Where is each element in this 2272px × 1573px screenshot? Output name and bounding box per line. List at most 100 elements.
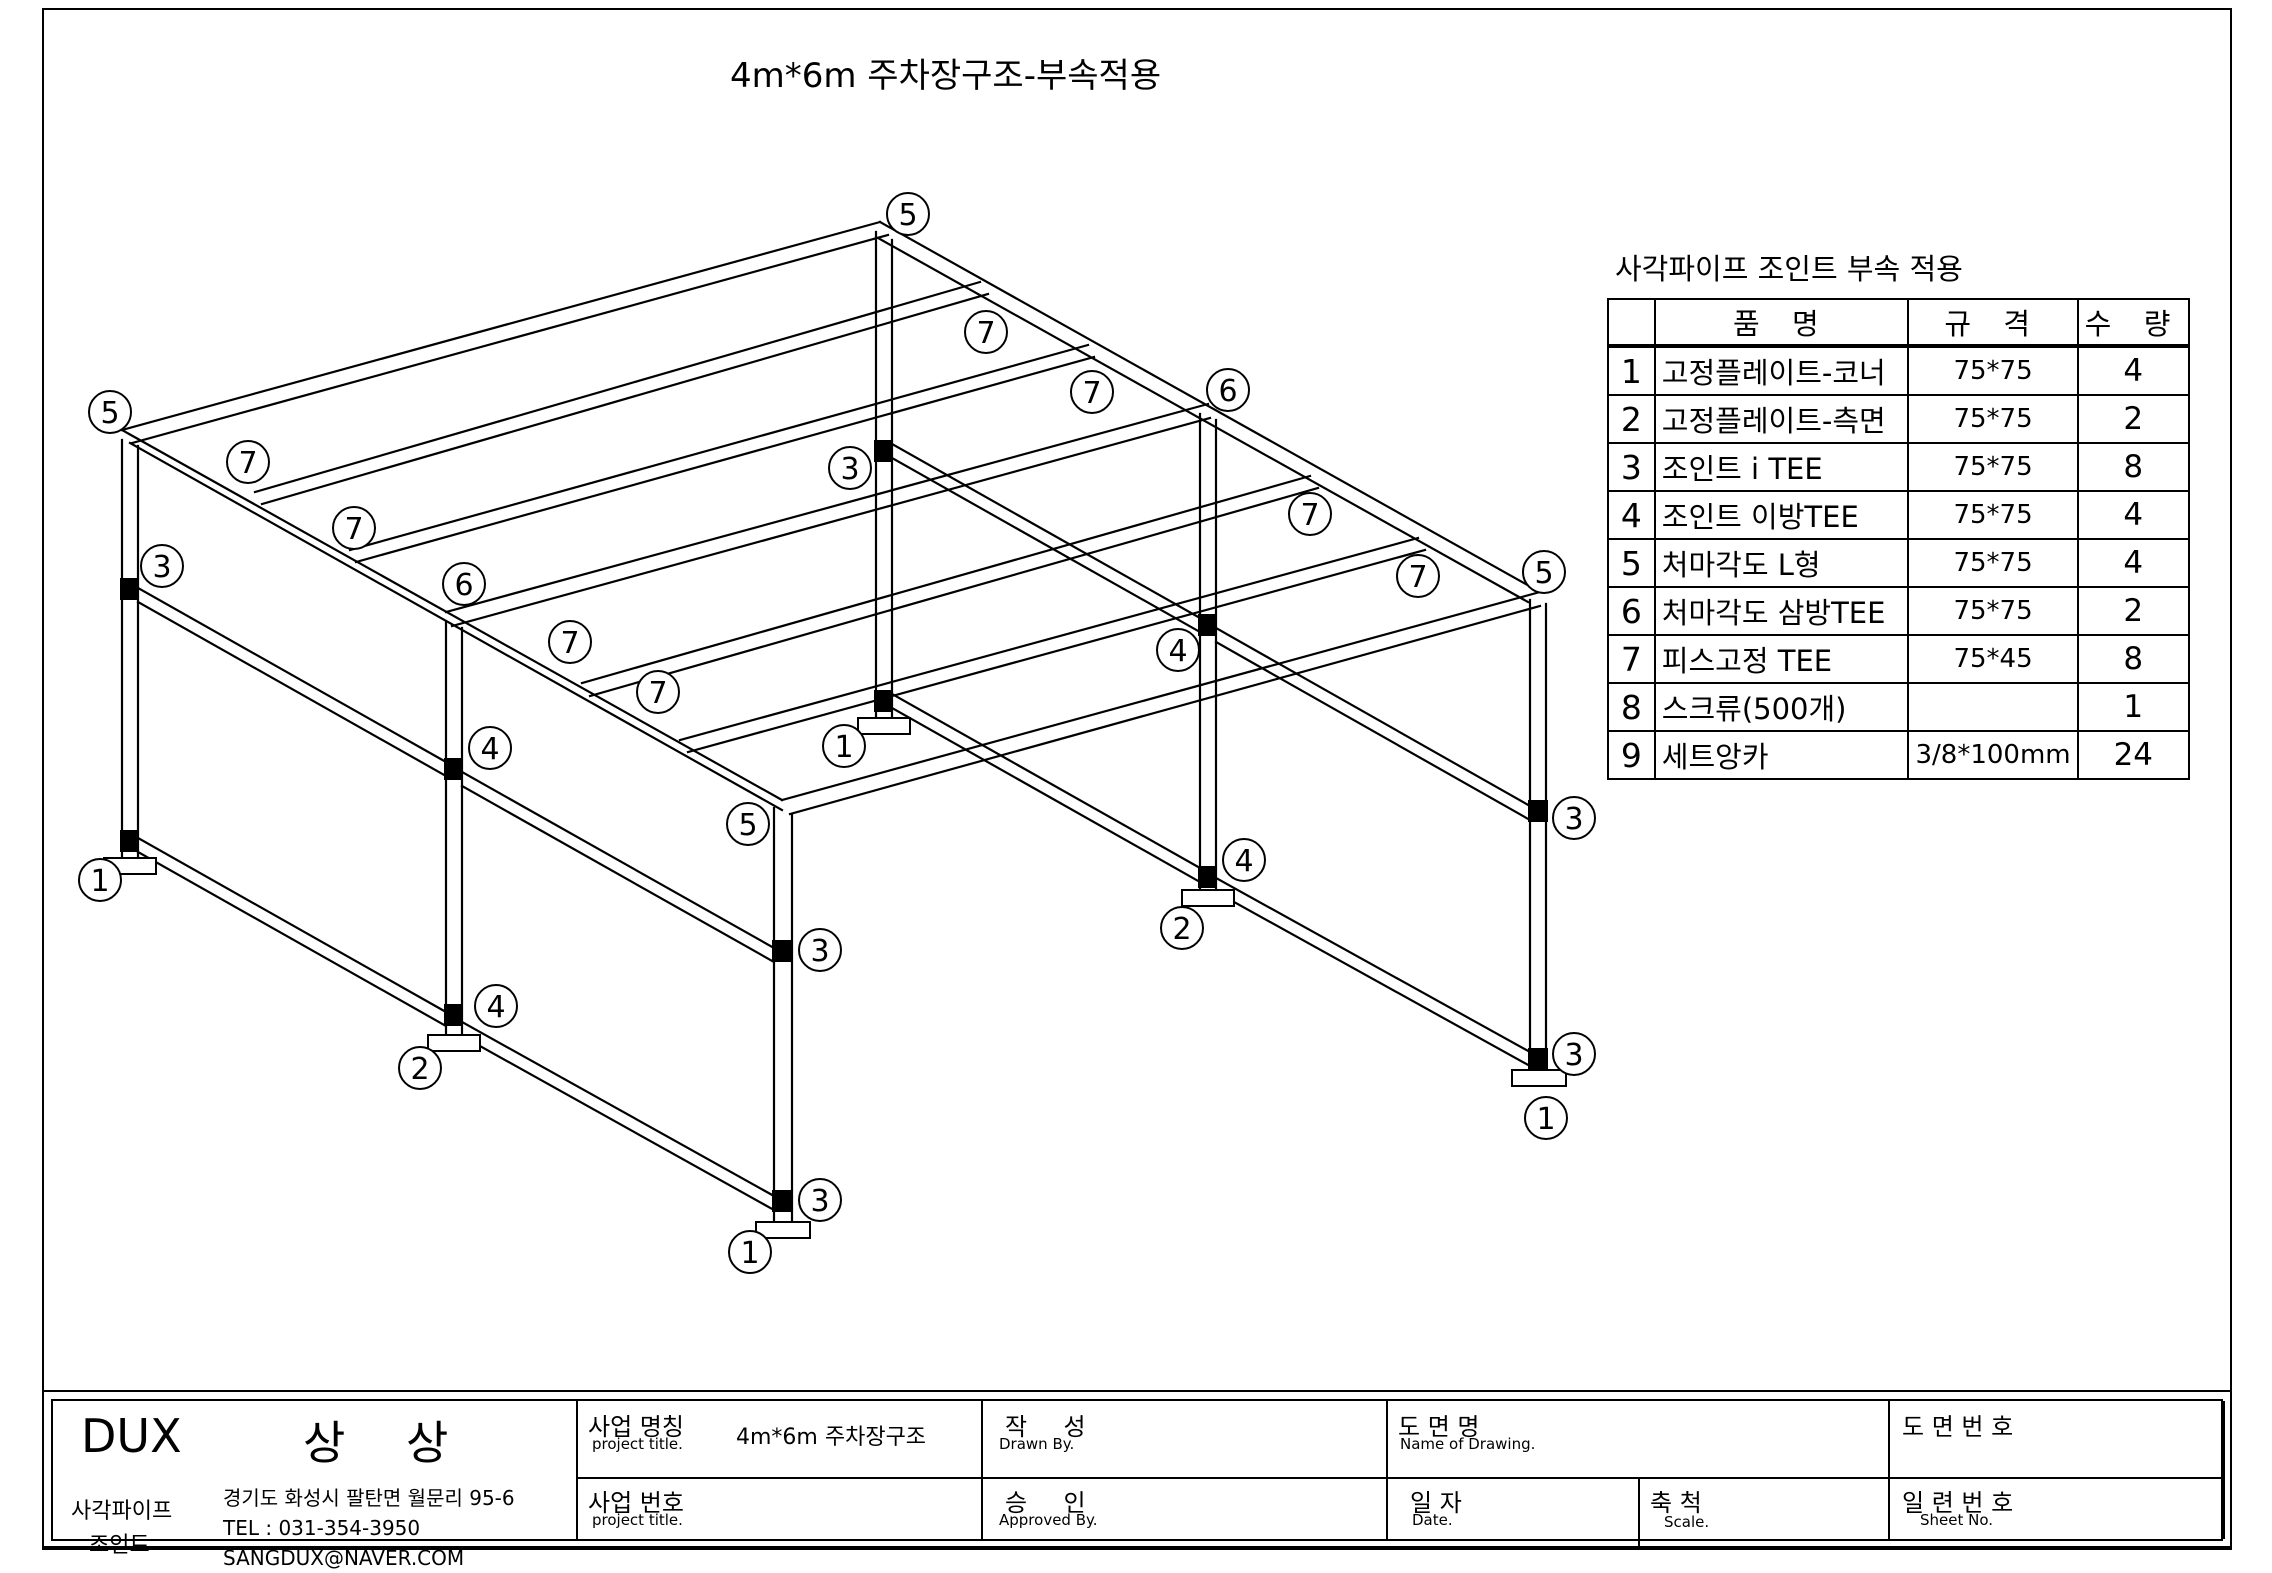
parts-cell-no: 4 xyxy=(1607,490,1656,540)
joints xyxy=(120,440,1548,1212)
parts-cell-no: 7 xyxy=(1607,634,1656,684)
svg-text:3: 3 xyxy=(1564,802,1583,837)
parts-cell-spec: 75*75 xyxy=(1907,345,2079,396)
callout: 4 xyxy=(474,984,518,1028)
sheet-no-sub: Sheet No. xyxy=(1920,1511,1994,1529)
callout: 3 xyxy=(1552,1032,1596,1076)
company-name: DUX xyxy=(81,1409,182,1463)
company-email: SANGDUX@NAVER.COM xyxy=(223,1546,465,1570)
svg-text:4: 4 xyxy=(486,990,505,1025)
header-name: 품 명 xyxy=(1653,298,1910,348)
project-no-label: 사업 번호 xyxy=(588,1489,684,1517)
base-plate xyxy=(1511,1069,1567,1087)
joint-mark xyxy=(120,830,138,852)
joint-mark xyxy=(120,578,138,600)
callout: 1 xyxy=(728,1230,772,1274)
parts-cell-no: 5 xyxy=(1607,538,1656,588)
brace-left-lower-2 xyxy=(460,1020,776,1212)
parts-table-header: 품 명 규 격 수 량 xyxy=(1607,298,2191,348)
callout: 7 xyxy=(1070,370,1114,414)
post-mid-right xyxy=(1198,412,1218,892)
callout: 2 xyxy=(398,1046,442,1090)
joint-mark xyxy=(1528,1048,1548,1070)
parts-cell-name: 세트앙카 xyxy=(1653,730,1910,780)
project-name-label: 사업 명칭 xyxy=(588,1413,684,1441)
purlin-3 xyxy=(580,474,1320,698)
company-contact: 경기도 화성시 팔탄면 월문리 95-6 TEL : 031-354-3950 … xyxy=(223,1483,515,1573)
callout: 1 xyxy=(78,858,122,902)
beam-front-top xyxy=(780,590,1542,816)
callout: 4 xyxy=(468,726,512,770)
joint-mark xyxy=(772,940,792,962)
drawing-info-cell: 도 면 명 Name of Drawing. 일 자 Date. 축 척 Sca… xyxy=(1388,1401,1890,1547)
svg-text:7: 7 xyxy=(648,676,667,711)
joint-mark xyxy=(1198,614,1216,636)
svg-text:5: 5 xyxy=(738,808,757,843)
svg-text:5: 5 xyxy=(898,198,917,233)
parts-cell-no: 8 xyxy=(1607,682,1656,732)
post-back-center xyxy=(874,230,894,720)
callout: 1 xyxy=(822,724,866,768)
frame-members xyxy=(120,220,1548,1224)
scale-label: 축 척 xyxy=(1650,1489,1702,1517)
purlin-2 xyxy=(348,343,1096,564)
parts-cell-name: 처마각도 L형 xyxy=(1653,538,1910,588)
svg-text:1: 1 xyxy=(834,730,853,765)
parts-cell-no: 3 xyxy=(1607,442,1656,492)
beam-back-top xyxy=(120,220,890,445)
callout: 7 xyxy=(548,620,592,664)
date-scale-divider xyxy=(1638,1477,1640,1547)
joint-mark xyxy=(874,440,892,462)
brand-line-2: 조인트 xyxy=(89,1533,150,1558)
drawn-label: 작 성 xyxy=(1005,1413,1100,1441)
post-front-right xyxy=(1528,598,1548,1072)
date-sub: Date. xyxy=(1412,1511,1453,1529)
joint-mark xyxy=(874,690,892,712)
parts-cell-spec xyxy=(1907,682,2079,732)
parts-cell-name: 조인트 이방TEE xyxy=(1653,490,1910,540)
svg-text:7: 7 xyxy=(1300,498,1319,533)
joint-mark xyxy=(444,758,462,780)
drawing-sheet-border xyxy=(42,8,2232,1548)
parts-cell-spec: 75*75 xyxy=(1907,490,2079,540)
callout: 7 xyxy=(964,310,1008,354)
beam-left-top xyxy=(120,428,784,812)
callout: 7 xyxy=(1396,554,1440,598)
author-cell: 작 성 Drawn By. 승 인 Approved By. xyxy=(983,1401,1388,1539)
parts-cell-qty: 4 xyxy=(2076,490,2191,540)
parts-cell-spec: 75*75 xyxy=(1907,394,2079,444)
svg-text:7: 7 xyxy=(238,446,257,481)
callout: 7 xyxy=(332,506,376,550)
parts-cell-name: 고정플레이트-측면 xyxy=(1653,394,1910,444)
callout: 3 xyxy=(1552,796,1596,840)
callout: 4 xyxy=(1156,628,1200,672)
svg-text:2: 2 xyxy=(1172,912,1191,947)
parts-cell-qty: 8 xyxy=(2076,634,2191,684)
callout: 4 xyxy=(1222,838,1266,882)
svg-text:3: 3 xyxy=(152,550,171,585)
beam-right-top xyxy=(876,220,1542,604)
parts-cell-no: 6 xyxy=(1607,586,1656,636)
parts-cell-name: 처마각도 삼방TEE xyxy=(1653,586,1910,636)
date-label: 일 자 xyxy=(1410,1489,1462,1517)
post-front-left xyxy=(772,806,794,1224)
callout-circles: 1 2 1 1 2 1 3 3 3 3 3 3 4 4 4 4 5 5 5 5 … xyxy=(78,192,1596,1274)
svg-text:2: 2 xyxy=(410,1052,429,1087)
drawing-number-cell: 도 면 번 호 일 련 번 호 Sheet No. xyxy=(1890,1401,2225,1539)
parts-cell-no: 9 xyxy=(1607,730,1656,780)
parts-cell-name: 고정플레이트-코너 xyxy=(1653,345,1910,396)
purlin-1 xyxy=(253,280,990,506)
svg-text:3: 3 xyxy=(840,452,859,487)
svg-text:6: 6 xyxy=(1218,374,1237,409)
base-plates xyxy=(103,717,1567,1239)
callout: 2 xyxy=(1160,906,1204,950)
joint-mark xyxy=(1528,800,1548,822)
svg-text:1: 1 xyxy=(90,864,109,899)
parts-cell-spec: 75*75 xyxy=(1907,586,2079,636)
parts-cell-qty: 8 xyxy=(2076,442,2191,492)
svg-text:7: 7 xyxy=(976,316,995,351)
